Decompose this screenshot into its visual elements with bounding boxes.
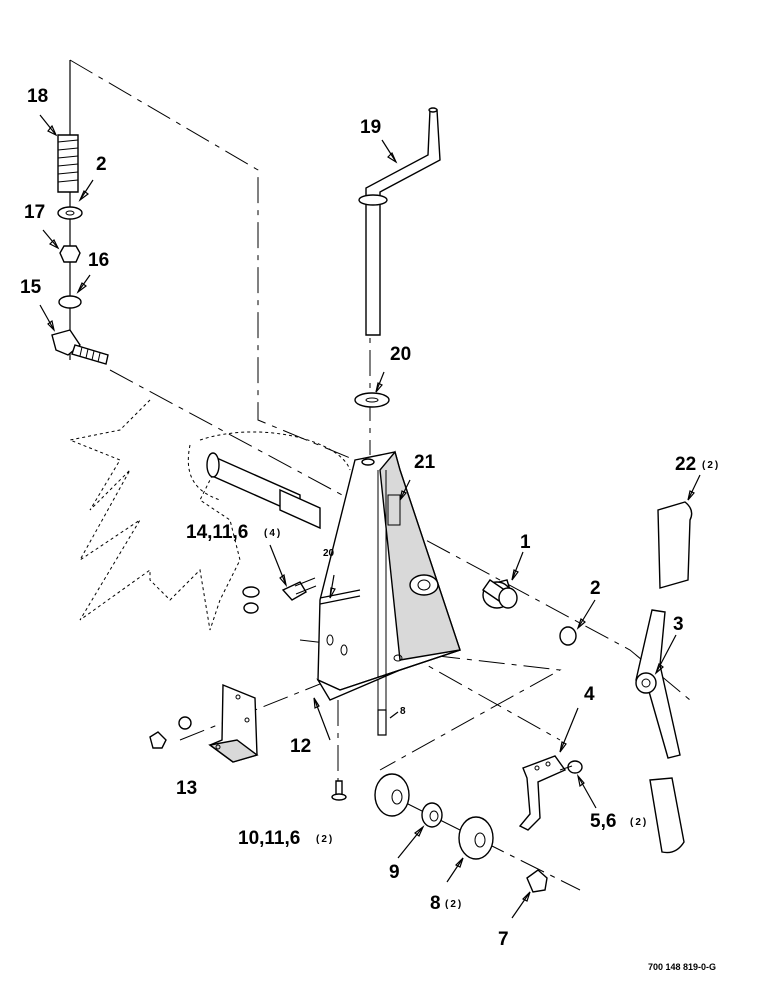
spacer-part-9 bbox=[421, 802, 443, 828]
eyebolt-part-15 bbox=[51, 329, 109, 365]
washer-part-2-right bbox=[559, 626, 577, 646]
roller-part-8-right bbox=[458, 816, 494, 860]
callout-22-qty: (2) bbox=[702, 460, 720, 471]
washer-part-20 bbox=[354, 392, 390, 408]
tine-bar-part-3 bbox=[635, 609, 681, 759]
callout-12: 12 bbox=[290, 736, 311, 757]
callout-4: 4 bbox=[584, 684, 595, 705]
document-number: 700 148 819-0-G bbox=[648, 962, 716, 972]
washer-part-11-b bbox=[178, 716, 192, 730]
strip-part-8 bbox=[377, 709, 387, 736]
callout-14-11-6: 14,11,6 bbox=[186, 522, 248, 543]
rod-part-19 bbox=[358, 107, 441, 336]
callout-16: 16 bbox=[88, 250, 109, 271]
callout-8-qty: (2) bbox=[445, 899, 463, 910]
bolt-part-10 bbox=[331, 780, 347, 801]
callout-15: 15 bbox=[20, 277, 42, 298]
callout-19: 19 bbox=[360, 117, 381, 138]
angle-bracket-part-13 bbox=[208, 683, 259, 763]
callout-labels: 18 2 17 16 15 19 20 21 22 (2) 14,11,6 (4… bbox=[20, 86, 720, 950]
nut-part-17 bbox=[59, 245, 81, 263]
callout-2-right: 2 bbox=[590, 578, 601, 599]
callout-3: 3 bbox=[673, 614, 684, 635]
bolt-part-5 bbox=[559, 760, 583, 774]
lockwasher-part-6-a bbox=[243, 602, 259, 614]
callout-20-small: 20 bbox=[323, 548, 335, 559]
callout-8: 8 bbox=[430, 893, 441, 914]
bushing-part-1 bbox=[482, 579, 518, 609]
bolt-part-14 bbox=[281, 577, 317, 601]
washer-part-2-top bbox=[57, 206, 83, 220]
reel-tines-outline bbox=[68, 399, 351, 631]
callout-13: 13 bbox=[176, 778, 197, 799]
callout-18: 18 bbox=[27, 86, 48, 107]
reel-shaft bbox=[206, 452, 321, 530]
nut-part-13 bbox=[149, 731, 167, 749]
callout-20: 20 bbox=[390, 344, 411, 365]
lockwasher-part-16 bbox=[58, 295, 82, 309]
callout-7: 7 bbox=[498, 929, 509, 950]
callout-10-qty: (2) bbox=[316, 834, 334, 845]
callout-8-small: 8 bbox=[400, 706, 406, 717]
callout-5-6: 5,6 bbox=[590, 811, 616, 832]
spring-part-18 bbox=[57, 134, 79, 193]
nut-part-7 bbox=[526, 869, 548, 893]
callout-21: 21 bbox=[414, 452, 436, 473]
callout-22: 22 bbox=[675, 454, 696, 475]
callout-1: 1 bbox=[520, 532, 531, 553]
leader-arrows bbox=[39, 114, 701, 919]
callout-2-top: 2 bbox=[96, 154, 107, 175]
callout-9: 9 bbox=[389, 862, 400, 883]
bracket-part-4 bbox=[518, 755, 567, 831]
tip-part-22-bottom bbox=[649, 777, 685, 854]
bracket-part-12 bbox=[316, 450, 461, 730]
callout-14-qty: (4) bbox=[264, 528, 282, 539]
tip-part-22-top bbox=[657, 501, 693, 589]
washer-part-11-a bbox=[242, 586, 260, 598]
plate-part-20 bbox=[319, 589, 361, 605]
roller-part-8-left bbox=[374, 773, 410, 817]
callout-10-11-6: 10,11,6 bbox=[238, 828, 300, 849]
callout-5-qty: (2) bbox=[630, 817, 648, 828]
callout-17: 17 bbox=[24, 202, 45, 223]
